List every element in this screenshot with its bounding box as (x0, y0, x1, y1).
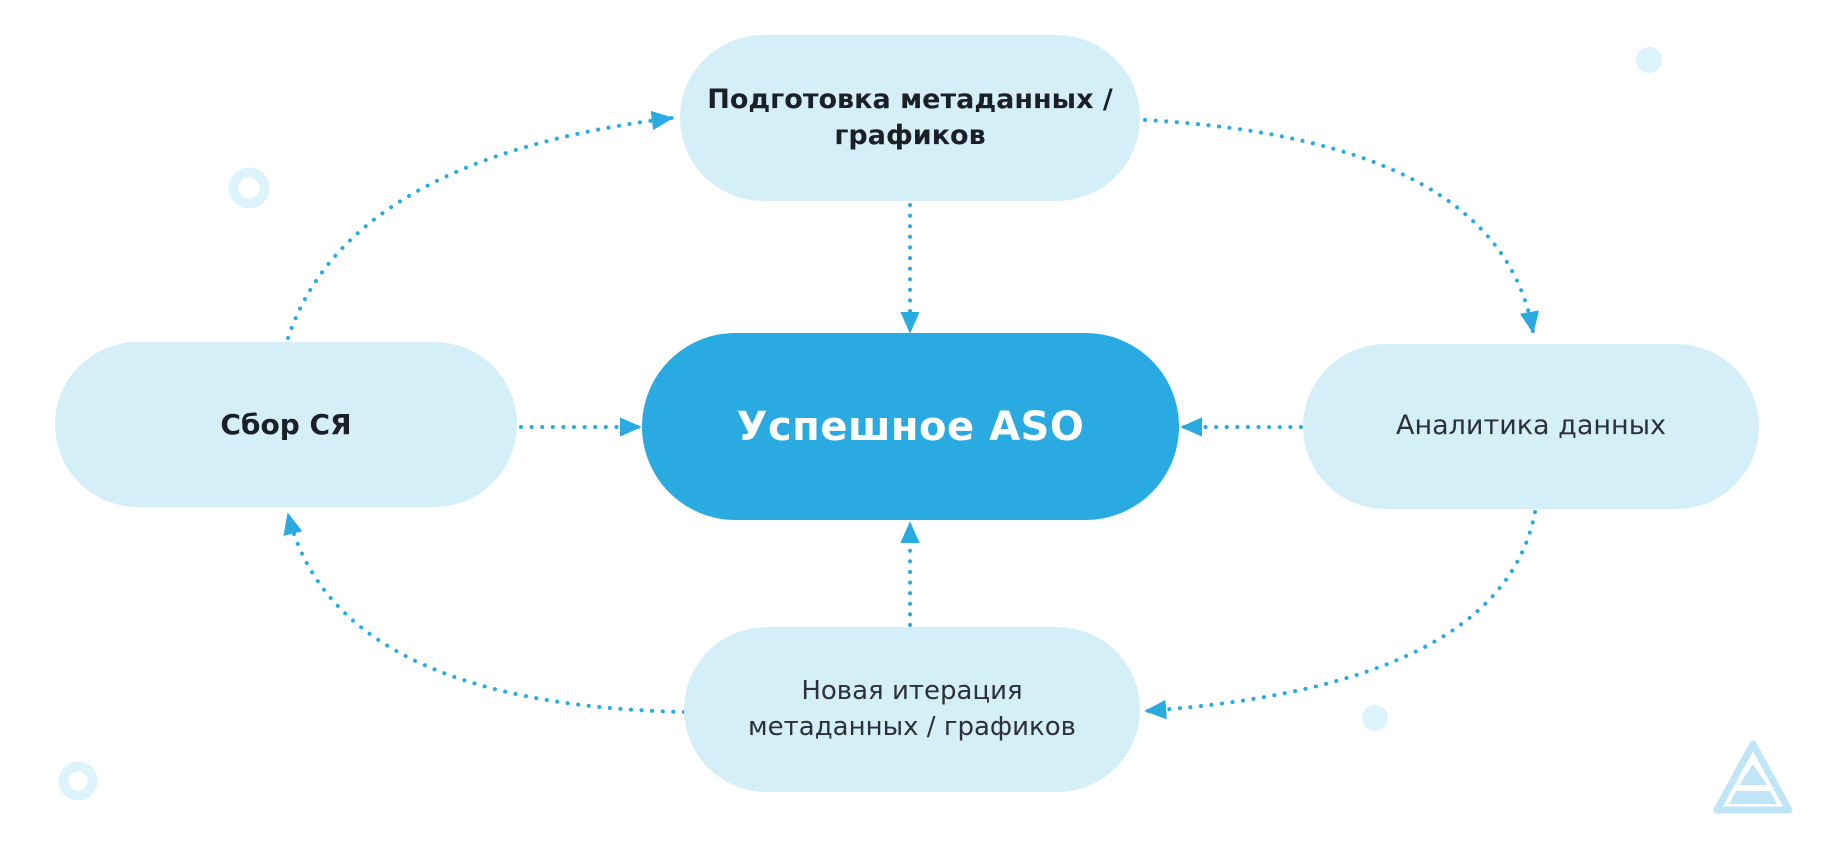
edge-right-to-bottom (1144, 510, 1537, 720)
dot-decoration-icon (1362, 705, 1388, 731)
triangle-logo-icon (1713, 740, 1793, 814)
ring-decoration-icon (228, 167, 270, 209)
node-new-iteration: Новая итерация метаданных / графиков (684, 627, 1140, 792)
dot-decoration-icon (1636, 47, 1662, 73)
node-data-analytics: Аналитика данных (1303, 344, 1759, 509)
node-metadata-preparation: Подготовка метаданных / графиков (680, 35, 1140, 201)
edge-top-to-right (1143, 118, 1540, 334)
node-successful-aso: Успешное ASO (642, 333, 1179, 520)
node-keyword-collection: Сбор СЯ (55, 342, 517, 507)
ring-decoration-icon (58, 761, 98, 801)
edge-bottom-to-left (283, 512, 686, 714)
edge-left-to-top (286, 110, 674, 340)
